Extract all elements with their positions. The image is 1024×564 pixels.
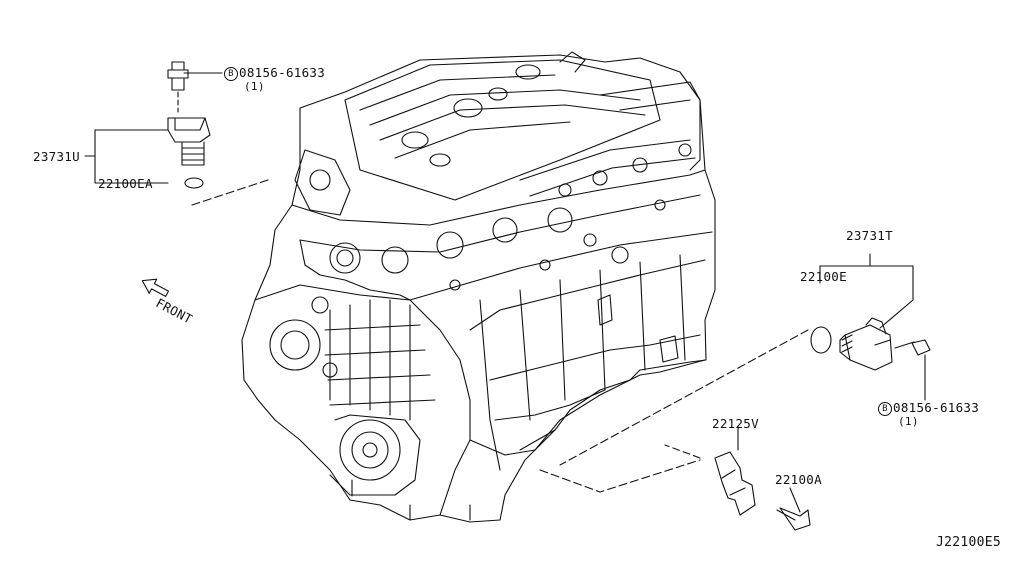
sensor-right-part-number: 23731T: [846, 228, 893, 243]
seal-upper-part-number: 22100EA: [98, 176, 153, 191]
bolt-upper-part-number: 08156-61633: [239, 65, 326, 80]
bolt-right-part-number: 08156-61633: [893, 400, 980, 415]
front-arrow: [141, 278, 170, 297]
seal-right-part-number: 22100E: [800, 269, 847, 284]
diagram-code: J22100E5: [936, 535, 1002, 550]
camshaft-sensor-right: [559, 253, 931, 466]
bolt-upper-quantity: (1): [244, 80, 265, 93]
bolt-marker-b-right: B: [878, 402, 892, 416]
engine-block: [241, 51, 716, 523]
bolt-marker-b: B: [224, 67, 238, 81]
bracket-and-lower-sensor: [539, 425, 811, 531]
sensor-upper-part-number: 23731U: [33, 149, 80, 164]
sensor-lower-part-number: 22100A: [775, 472, 822, 487]
bracket-part-number: 22125V: [712, 416, 759, 431]
bolt-right-quantity: (1): [898, 415, 919, 428]
camshaft-sensor-upper: [84, 61, 269, 206]
